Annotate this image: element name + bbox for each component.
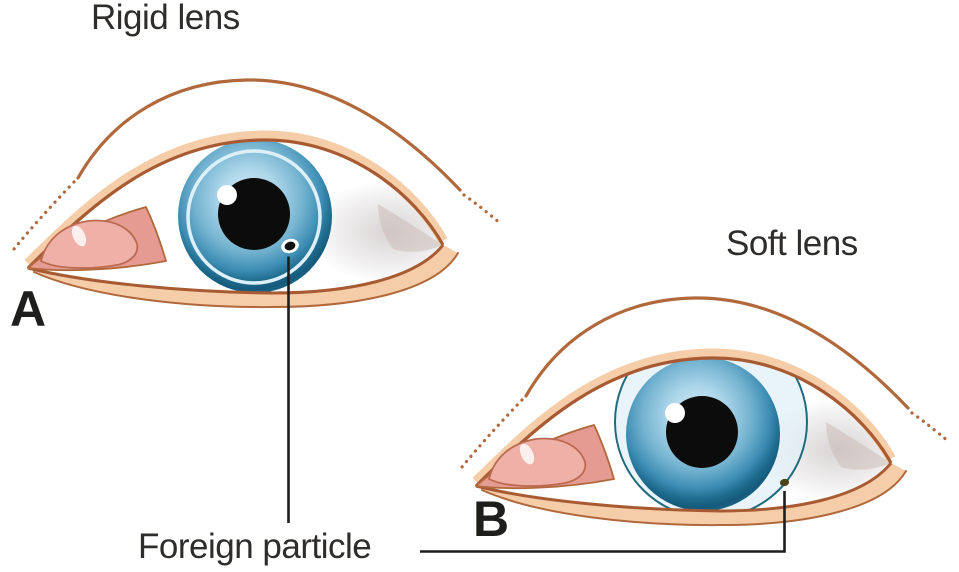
leader-line-b xyxy=(420,491,786,553)
eye-a-illustration xyxy=(14,80,500,307)
soft-lens-label: Soft lens xyxy=(726,224,858,263)
rigid-lens-ring xyxy=(186,149,322,285)
foreign-particle-a xyxy=(281,238,299,254)
panel-b-label: B xyxy=(473,491,510,547)
foreign-particle-label: Foreign particle xyxy=(138,527,372,566)
foreign-particle-b xyxy=(779,478,790,487)
rigid-lens-label: Rigid lens xyxy=(91,0,240,37)
panel-a-label: A xyxy=(10,281,47,337)
eye-b-illustration xyxy=(462,298,948,525)
